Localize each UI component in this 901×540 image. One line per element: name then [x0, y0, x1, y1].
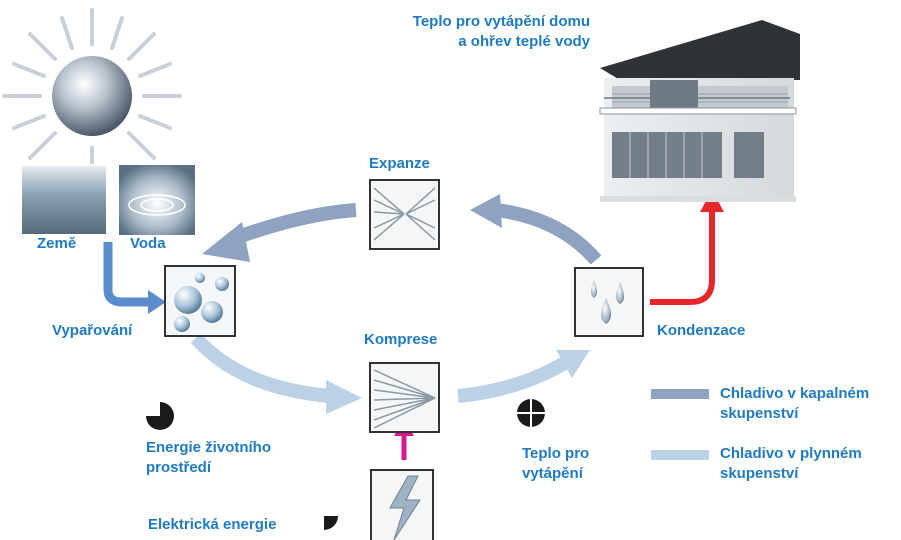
heating-energy-label: Teplo pro vytápění: [522, 444, 589, 484]
pie-quarter-icon: [324, 516, 338, 530]
expansion-valve-icon: [369, 179, 440, 250]
legend-gas-label: Chladivo v plynném skupenství: [720, 444, 862, 484]
house-icon: [599, 20, 800, 202]
environment-energy-line1: Energie životního: [146, 439, 272, 456]
source-flow-arrow: [103, 242, 150, 307]
heating-energy-line1: Teplo pro: [522, 445, 590, 462]
legend-gas-swatch: [651, 450, 709, 460]
legend-gas-line2: skupenství: [720, 465, 799, 482]
environment-energy-line2: prostředí: [146, 459, 212, 476]
gas-flow-right-arrowhead: [556, 350, 590, 378]
heating-label-line2: a ohřev teplé vody: [458, 33, 590, 50]
heat-output-arrow: [650, 210, 715, 305]
legend-liquid-label: Chladivo v kapalném skupenství: [720, 384, 869, 424]
legend-liquid-line2: skupenství: [720, 405, 799, 422]
condensation-label: Kondenzace: [657, 322, 746, 339]
legend-liquid-line1: Chladivo v kapalném: [720, 385, 870, 402]
pie-full-icon: [517, 399, 545, 427]
evaporation-label: Vypařování: [52, 322, 133, 339]
sun-icon: [2, 8, 182, 182]
pie-three-quarter-icon: [146, 402, 174, 430]
source-flow-arrowhead: [148, 290, 166, 314]
legend-gas-line1: Chladivo v plynném: [720, 445, 862, 462]
electric-energy-label: Elektrická energie: [148, 516, 277, 533]
ground-label: Země: [37, 235, 77, 252]
gas-flow-right-arrow: [457, 355, 570, 403]
environment-energy-label: Energie životního prostředí: [146, 438, 271, 478]
compression-label: Komprese: [364, 331, 438, 348]
gas-flow-left-arrow: [190, 333, 331, 403]
heating-label: Teplo pro vytápění domu a ohřev teplé vo…: [352, 12, 590, 52]
liquid-flow-right-arrowhead: [470, 194, 502, 228]
compressor-icon: [369, 362, 440, 433]
ground-icon: [20, 164, 108, 236]
gas-flow-left-arrowhead: [326, 380, 362, 414]
liquid-flow-left-arrowhead: [202, 222, 250, 262]
liquid-flow-left-arrow: [227, 203, 357, 247]
droplets-icon: [574, 267, 644, 337]
water-label: Voda: [130, 235, 166, 252]
heating-energy-line2: vytápění: [522, 465, 583, 482]
heating-label-line1: Teplo pro vytápění domu: [412, 13, 590, 30]
water-icon: [119, 165, 195, 235]
liquid-flow-right-arrow: [495, 203, 602, 265]
bubbles-icon: [164, 265, 236, 337]
legend-liquid-swatch: [651, 389, 709, 399]
expansion-label: Expanze: [369, 155, 430, 172]
lightning-icon: [370, 469, 434, 540]
